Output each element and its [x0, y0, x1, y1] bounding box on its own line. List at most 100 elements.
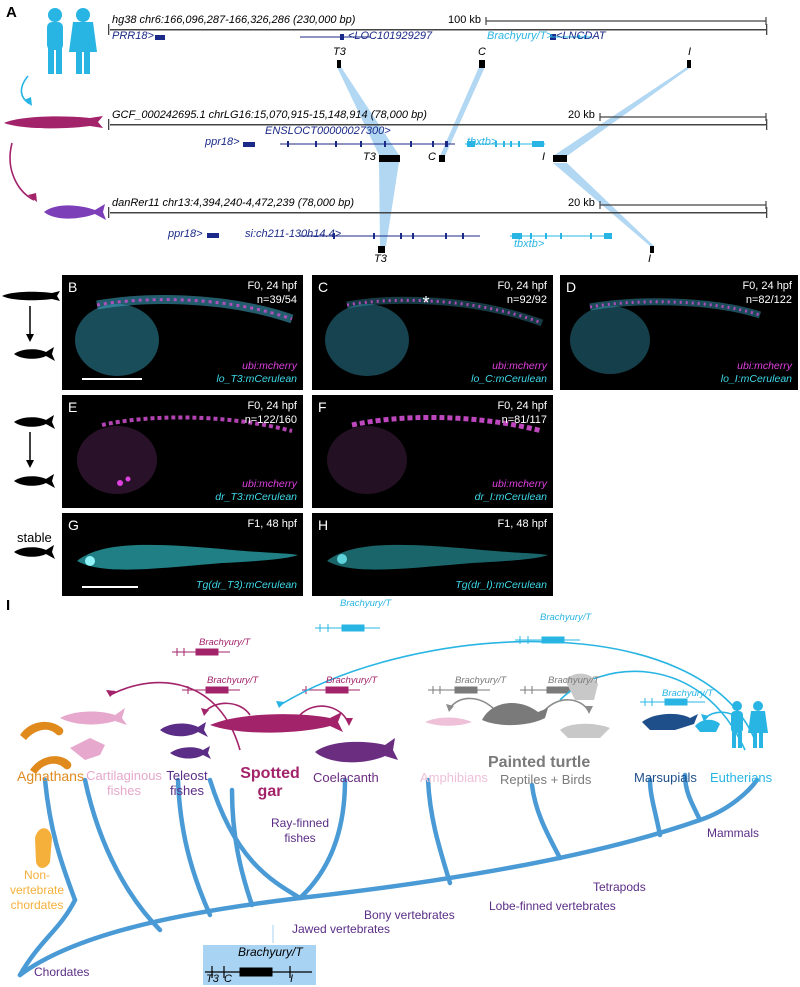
gar-gene-ppr18: ppr18> [205, 136, 240, 148]
zebrafish-scale-label: 20 kb [568, 197, 595, 209]
locus-icon-human-left [315, 624, 380, 632]
locus-icon-gar-mid [182, 686, 240, 694]
ancestral-locus-icon [205, 966, 312, 978]
clade-mammals: Mammals [707, 826, 760, 840]
locus-label-gene: Brachyury/T [455, 675, 507, 686]
amphibian-icon [425, 717, 472, 726]
zebrafish-coords-label: danRer11 chr13:4,394,240-4,472,239 (78,0… [112, 197, 354, 209]
locus-label-gene: Brachyury/T [207, 675, 259, 686]
zebrafish-silhouette-icon [14, 545, 55, 559]
locus-label-gene: Brachyury/T [199, 637, 251, 648]
gar-element-i: I [542, 151, 546, 163]
taxon-amphibians: Amphibians [420, 770, 488, 785]
panel-letter: E [68, 399, 78, 415]
embryo-image [75, 295, 294, 376]
gar-to-zebrafish-arrow [9, 142, 35, 201]
human-gene-lncdat: <LNCDAT [556, 30, 606, 42]
clade-tetrapods: Tetrapods [593, 880, 646, 894]
embryo-image [77, 544, 298, 570]
row-silhouettes [2, 291, 60, 559]
locus-label-gene: Brachyury/T [548, 675, 600, 686]
human-gene-prr18: PRR18> [112, 30, 154, 42]
taxon-spotted-gar: Spotted gar [240, 765, 300, 800]
zebrafish-element-i: I [648, 253, 652, 265]
human-gene-loc101929297: <LOC101929297 [348, 30, 433, 42]
scale-bar [82, 378, 142, 380]
scale-bar [82, 586, 138, 588]
turtle-icon [482, 702, 548, 726]
reptile-bird-icon [560, 673, 610, 738]
taxon-cartilaginous: Cartilaginous fishes [86, 768, 162, 798]
teleost-icon [160, 722, 211, 759]
clade-lobe-finned: Lobe-finned vertebrates [489, 899, 616, 913]
embryo-image: * [325, 293, 544, 376]
panel-letter: G [68, 517, 79, 533]
stable-label: stable [17, 530, 52, 545]
zebrafish-gene-tbxtb: tbxtb> [514, 238, 545, 250]
ancestral-locus-box [203, 945, 316, 985]
taxon-painted-turtle: Painted turtle [488, 754, 591, 771]
taxon-non-vertebrate: Non-vertebrate chordates [9, 868, 65, 912]
panel-letter: F [318, 399, 327, 415]
human-silhouette-icon [47, 8, 97, 74]
panel-letter: D [566, 279, 577, 295]
gar-silhouette-icon [2, 291, 60, 301]
ancestral-element-t3: T3 [206, 973, 219, 985]
construct-labels: Tg(dr_I):mCerulean [455, 579, 547, 591]
ancestral-element-i: I [290, 973, 294, 985]
locus-icon-gar-right [302, 686, 360, 694]
locus-label-gene: Brachyury/T [326, 675, 378, 686]
clade-ray-finned: Ray-finned fishes [270, 816, 330, 845]
eutherian-icon [695, 701, 768, 748]
lamprey-icon [20, 721, 72, 774]
gar-gene-enslooct: ENSLOCT00000027300> [265, 125, 391, 137]
turtle-to-amphibian-arrow [449, 697, 496, 711]
gar-element-t3: T3 [363, 151, 376, 163]
taxon-teleost: Teleost fishes [166, 768, 208, 798]
zebrafish-element-t3: T3 [374, 253, 387, 265]
ancestral-element-c: C [224, 973, 232, 985]
spotted-gar-icon [210, 712, 343, 733]
stage-label: F1, 48 hpf [497, 518, 547, 530]
taxon-agnathans: Agnathans [17, 768, 84, 784]
panel-letter: H [318, 517, 329, 533]
phylogeny-tree [17, 624, 768, 985]
coelacanth-icon [315, 738, 398, 763]
locus-icon-gar-left [172, 648, 230, 656]
zebrafish-gene-si-ch211: si:ch211-130h14.4> [245, 228, 342, 240]
panel-letter: C [318, 279, 329, 295]
human-element-i: I [688, 46, 692, 58]
embryo-image [77, 415, 293, 494]
image-panel-g: G F1, 48 hpf Tg(dr_T3):mCerulean [62, 513, 303, 596]
panel-letter: B [68, 279, 78, 295]
gar-to-coelacanth-arrow [299, 705, 349, 723]
panel-letter-a: A [6, 4, 17, 21]
image-panel-h: H F1, 48 hpf Tg(dr_I):mCerulean [312, 513, 553, 596]
non-vertebrate-chordate-icon [35, 828, 52, 868]
clade-jawed: Jawed vertebrates [292, 922, 391, 936]
human-coords-label: hg38 chr6:166,096,287-166,326,286 (230,0… [112, 14, 356, 26]
zebrafish-gene-ppr18: ppr18> [168, 228, 203, 240]
locus-icon-human-right [640, 698, 705, 706]
embryo-image [327, 414, 543, 494]
zebrafish-silhouette-icon [14, 474, 55, 488]
human-element-t3: T3 [333, 46, 346, 58]
taxon-eutherians: Eutherians [710, 770, 773, 785]
gar-silhouette-icon [4, 116, 103, 129]
embryo-image [327, 544, 548, 570]
locus-label-gene: Brachyury/T [662, 688, 714, 699]
stage-label: F1, 48 hpf [247, 518, 297, 530]
embryo-image [570, 298, 762, 374]
taxon-reptiles: Reptiles + Birds [500, 772, 592, 787]
